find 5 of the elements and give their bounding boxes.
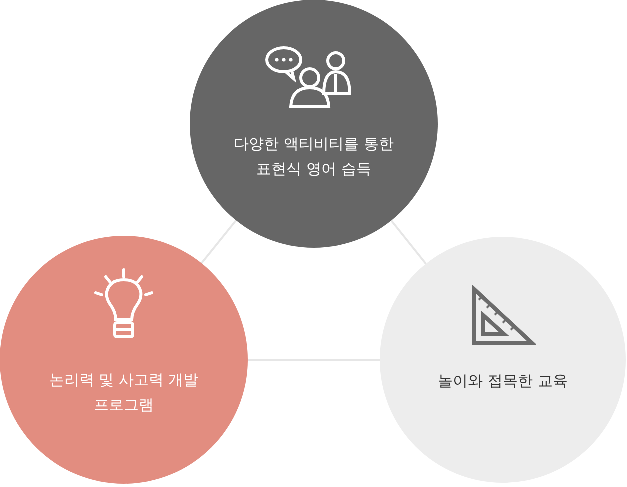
circle-label: 놀이와 접목한 교육 [437, 371, 569, 392]
connector-line [200, 220, 238, 264]
circle-label: 논리력 및 사고력 개발 프로그램 [48, 370, 200, 416]
circle-label: 다양한 액티비티를 통한 표현식 영어 습득 [233, 134, 395, 180]
connector-line [390, 220, 427, 265]
